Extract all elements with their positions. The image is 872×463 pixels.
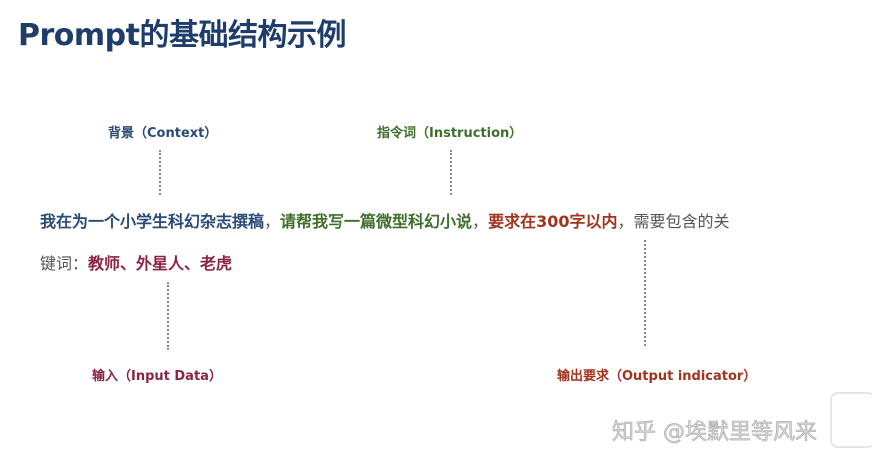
connector-output [644,240,646,346]
connector-input [167,282,169,350]
label-instruction: 指令词（Instruction） [377,126,523,141]
label-input: 输入（Input Data） [92,369,222,384]
slide-title: Prompt的基础结构示例 [18,18,346,53]
separator: ， [472,212,489,231]
instruction-text: 请帮我写一篇微型科幻小说 [280,212,473,231]
prompt-line-1: 我在为一个小学生科幻杂志撰稿，请帮我写一篇微型科幻小说，要求在300字以内，需要… [40,208,730,232]
plain-text: 键词： [40,254,89,273]
separator: ， [264,212,281,231]
plain-text: 需要包含的关 [633,212,730,231]
output-text: 要求在300字以内 [488,212,618,231]
label-output: 输出要求（Output indicator） [557,369,757,384]
connector-instruction [450,150,452,195]
label-context: 背景（Context） [108,126,218,141]
context-text: 我在为一个小学生科幻杂志撰稿 [40,212,265,231]
watermark: 知乎 @埃默里等风来 [612,420,818,446]
connector-context [159,150,161,195]
separator: ， [617,212,634,231]
prompt-line-2: 键词：教师、外星人、老虎 [40,250,232,274]
input-text: 教师、外星人、老虎 [88,254,233,273]
play-icon [830,392,872,448]
